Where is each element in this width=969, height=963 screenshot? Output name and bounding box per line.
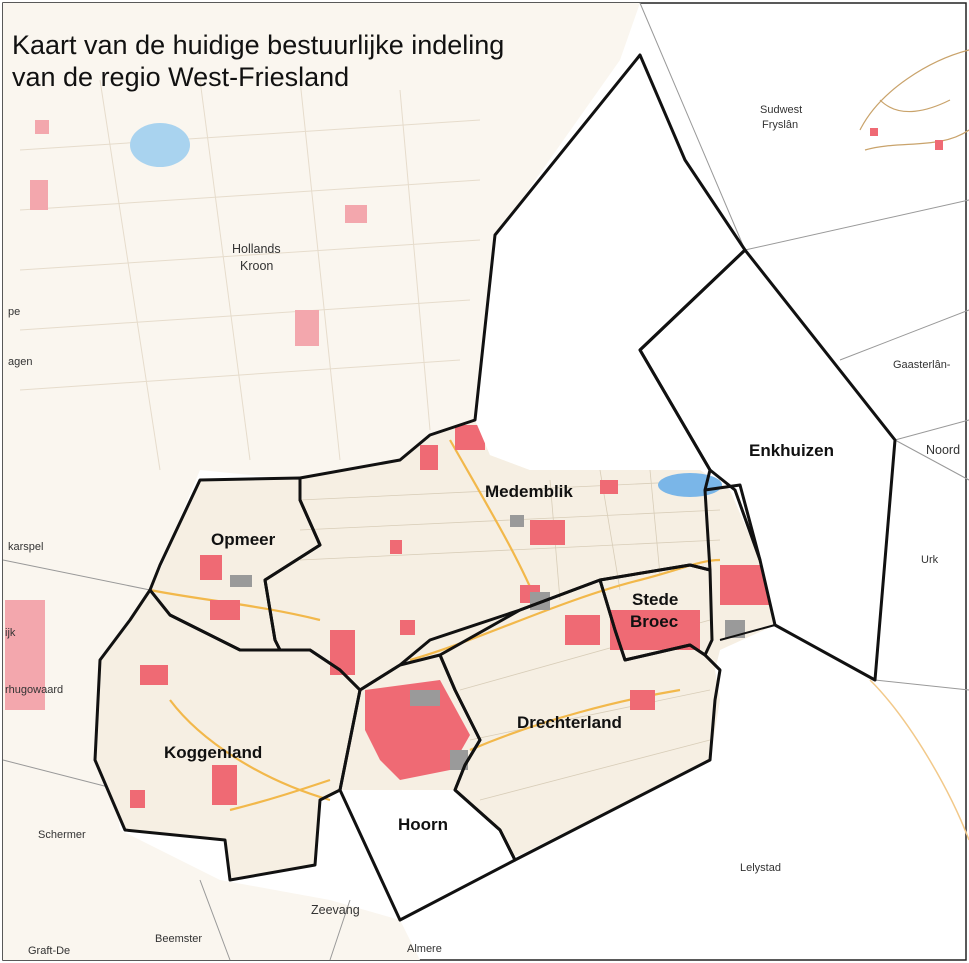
label-koggenland: Koggenland [164, 743, 263, 762]
label-enkhuizen: Enkhuizen [749, 441, 835, 460]
map-title-line1: Kaart van de huidige bestuurlijke indeli… [12, 30, 505, 60]
lake-top-left [130, 123, 190, 167]
westfriesland-land [95, 420, 775, 920]
map-title-line2: van de regio West-Friesland [12, 62, 350, 92]
friesland-urban [870, 128, 943, 150]
label-stede-broec-line1: Stede [632, 590, 679, 609]
label-gaasterlan: Gaasterlân- [893, 359, 951, 371]
label-langedijk: ijk [5, 627, 16, 639]
enkhuizen-area [640, 250, 895, 680]
background-urban [5, 120, 367, 710]
urban-areas [130, 425, 770, 808]
label-hollands-kroon-line1: Hollands [232, 242, 281, 256]
mainland-background [3, 3, 640, 960]
coastline-fine [719, 624, 776, 641]
label-almere: Almere [407, 943, 442, 955]
label-karspel: karspel [8, 541, 44, 553]
label-agen: agen [8, 356, 33, 368]
hoorn-water-area [340, 790, 515, 920]
label-zeevang: Zeevang [311, 903, 360, 917]
label-pe: pe [8, 306, 21, 318]
label-schermer: Schermer [38, 829, 86, 841]
label-noord: Noord [926, 443, 961, 457]
label-lelystad: Lelystad [740, 862, 781, 874]
municipal-boundaries [93, 53, 897, 922]
label-drechterland: Drechterland [517, 713, 622, 732]
label-hoorn: Hoorn [398, 815, 449, 834]
label-sudwest-line1: Sudwest [760, 104, 803, 116]
label-graft: Graft-De [28, 945, 71, 957]
label-medemblik: Medemblik [485, 482, 573, 501]
label-opmeer: Opmeer [211, 530, 276, 549]
friesland-coast [859, 49, 969, 151]
label-heerhugowaard: rhugowaard [5, 684, 64, 696]
label-hollands-kroon-line2: Kroon [240, 259, 274, 273]
medemblik-water-area [475, 55, 745, 470]
label-beemster: Beemster [155, 933, 203, 945]
label-sudwest-line2: Fryslân [762, 119, 799, 131]
label-urk: Urk [921, 554, 939, 566]
label-stede-broec-line2: Broec [630, 612, 679, 631]
polder-grid [19, 79, 481, 471]
road-southeast [869, 679, 969, 841]
